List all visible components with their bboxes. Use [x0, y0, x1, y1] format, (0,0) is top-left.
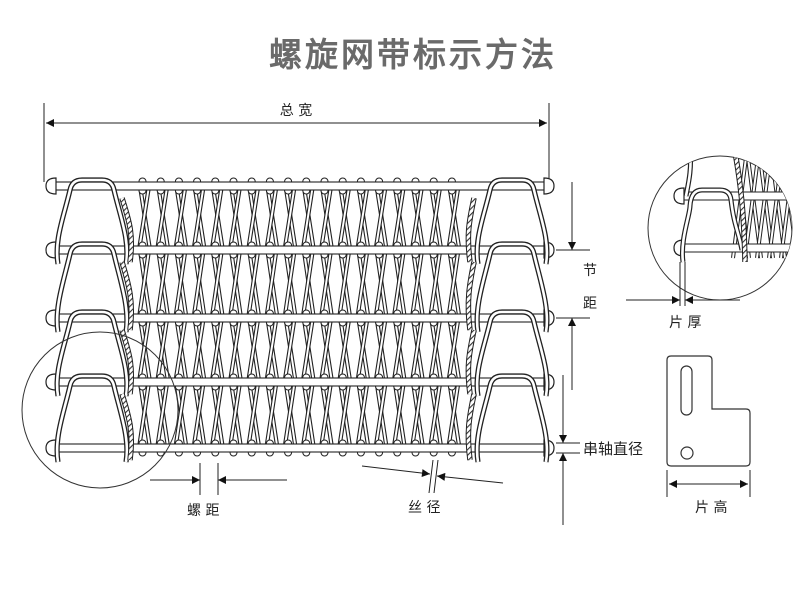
wire-diameter-arrow-right — [436, 472, 504, 484]
detail-highlight-circle — [21, 331, 179, 489]
wire-diameter-dimension: 丝 径 — [361, 459, 504, 516]
plate-shape — [666, 355, 751, 467]
plate-detail-view — [647, 150, 800, 301]
plate-thickness-label: 片 厚 — [669, 315, 701, 331]
rod-end-cap-left — [45, 309, 57, 327]
wire-diameter-label: 丝 径 — [408, 500, 440, 516]
diagram-title: 螺旋网带标示方法 — [269, 35, 557, 74]
plate-height-dimension: 片 高 — [666, 470, 751, 516]
plate-height-label: 片 高 — [695, 499, 727, 516]
detail-rod-cap — [673, 187, 685, 205]
total-width-label: 总 宽 — [280, 102, 312, 119]
pitch-label-1: 节 — [583, 263, 597, 279]
cross-rod — [45, 177, 555, 195]
spiral-pitch-label: 螺 距 — [187, 503, 219, 519]
rod-end-cap-left — [45, 177, 57, 195]
rod-end-cap-right — [543, 177, 555, 195]
detail-wire — [791, 156, 792, 259]
rod-end-cap-left — [45, 373, 57, 391]
rod-diameter-label: 串轴直径 — [583, 440, 643, 458]
plate-outline — [666, 355, 751, 467]
rod-diameter-dimension: 串轴直径 — [556, 375, 643, 525]
plate-thickness-dimension: 片 厚 — [626, 262, 740, 331]
rod-end-cap-left — [45, 439, 57, 457]
detail-wire — [795, 150, 800, 258]
spiral-pitch-dimension: 螺 距 — [150, 463, 287, 519]
pitch-label-2: 距 — [583, 296, 597, 312]
plate-slot — [680, 365, 693, 416]
rod-end-cap-left — [45, 241, 57, 259]
spiral-belt — [45, 177, 555, 463]
total-width-dimension: 总 宽 — [43, 102, 550, 182]
wire-diameter-arrow-left — [361, 465, 431, 478]
pitch-dimension: 节 距 — [556, 182, 597, 390]
plate-hole — [680, 446, 694, 460]
